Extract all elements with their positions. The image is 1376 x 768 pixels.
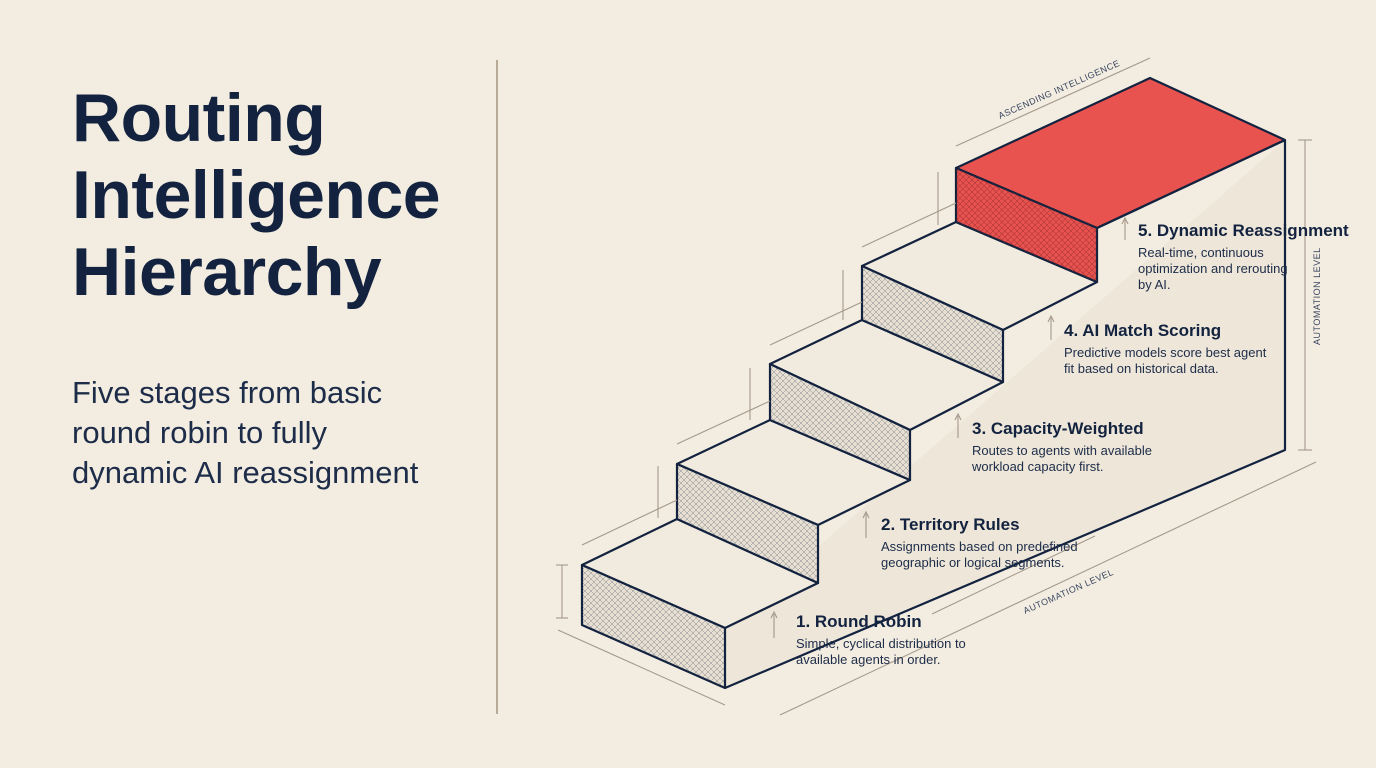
subtitle-line: Five stages from basic	[72, 375, 383, 410]
axis-label-right: AUTOMATION LEVEL	[1312, 247, 1322, 345]
stage-title: 3. Capacity-Weighted	[972, 419, 1144, 438]
step-3-hatch	[770, 364, 910, 480]
staircase-side-wall	[725, 140, 1285, 688]
title-line: Intelligence	[72, 157, 441, 233]
stage-title: 2. Territory Rules	[881, 515, 1020, 534]
title-line: Hierarchy	[72, 234, 382, 310]
staircase-outline	[724, 140, 1287, 690]
step-1-hatch	[582, 565, 725, 688]
stage-desc: Routes to agents with available	[972, 443, 1152, 458]
subtitle-line: round robin to fully	[72, 415, 328, 450]
stage-desc: Predictive models score best agent	[1064, 345, 1267, 360]
stage-desc: fit based on historical data.	[1064, 361, 1219, 376]
stage-desc: by AI.	[1138, 277, 1171, 292]
step-5-hatch	[956, 168, 1097, 282]
stage-arrows	[770, 216, 1129, 638]
title-line: Routing	[72, 80, 326, 156]
step-4-hatch	[862, 266, 1003, 382]
stage-title: 1. Round Robin	[796, 612, 922, 631]
stage-desc: Assignments based on predefined	[881, 539, 1078, 554]
step-4	[860, 220, 1099, 384]
stage-desc: Real-time, continuous	[1138, 245, 1264, 260]
stage-title: 4. AI Match Scoring	[1064, 321, 1221, 340]
stage-desc: available agents in order.	[796, 652, 941, 667]
step-2-hatch	[677, 464, 818, 583]
stage-label-5: 5. Dynamic Reassignment Real-time, conti…	[1138, 221, 1349, 292]
stage-label-1: 1. Round Robin Simple, cyclical distribu…	[796, 612, 966, 667]
stage-label-2: 2. Territory Rules Assignments based on …	[881, 515, 1078, 570]
step-2	[675, 418, 912, 585]
step-3	[768, 318, 1005, 482]
stage-desc: workload capacity first.	[971, 459, 1104, 474]
stage-desc: geographic or logical segments.	[881, 555, 1065, 570]
stage-label-4: 4. AI Match Scoring Predictive models sc…	[1064, 321, 1267, 376]
stage-desc: Simple, cyclical distribution to	[796, 636, 966, 651]
axis-label-bottom: AUTOMATION LEVEL	[1022, 567, 1115, 616]
stage-label-3: 3. Capacity-Weighted Routes to agents wi…	[971, 419, 1152, 474]
title-block: Routing Intelligence Hierarchy Five stag…	[72, 80, 472, 493]
stage-desc: optimization and rerouting	[1138, 261, 1288, 276]
page-title: Routing Intelligence Hierarchy	[72, 80, 472, 311]
dimension-lines	[556, 57, 1317, 716]
subtitle-line: dynamic AI reassignment	[72, 455, 419, 490]
stage-title: 5. Dynamic Reassignment	[1138, 221, 1349, 240]
staircase-top-edge	[1096, 139, 1286, 229]
page-subtitle: Five stages from basic round robin to fu…	[72, 373, 472, 493]
vertical-divider	[496, 60, 498, 714]
